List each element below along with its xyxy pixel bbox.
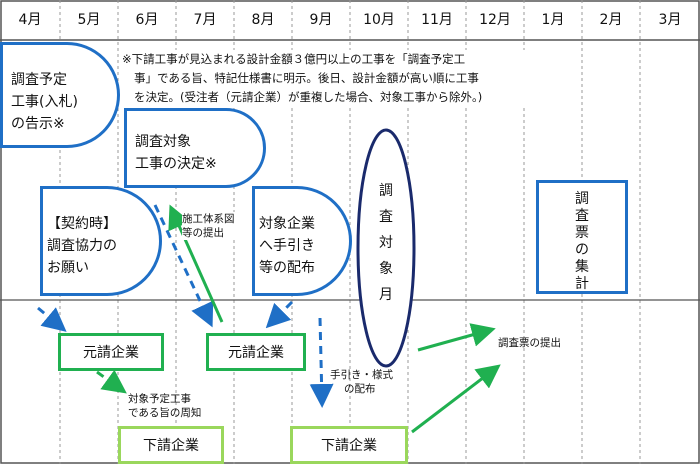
submit-label: 調査票の提出 [498,337,561,349]
month-label: 7月 [193,12,217,28]
decision-box: 調査対象 工事の決定※ [124,108,266,188]
handout-box: 対象企業 へ手引き 等の配布 [252,186,352,296]
tally-char: 計 [575,276,589,292]
handout-line: へ手引き [259,238,315,254]
system-chart-line: 等の提出 [182,227,224,239]
month-label: 2月 [599,12,623,28]
tally-char: の [575,242,589,258]
survey-month-char: 査 [379,209,393,225]
tally-box: 調 査 票 の 集 計 [536,180,628,294]
month-label: 5月 [77,12,101,28]
month-label: 4月 [18,12,42,28]
notify-line: 対象予定工事 [128,393,191,405]
notify-line: である旨の周知 [128,407,202,419]
notify-label: 対象予定工事 である旨の周知 [128,392,201,420]
month-header: 4月 5月 6月 7月 8月 9月 10月 11月 12月 1月 2月 3月 [0,0,700,40]
note-line: ※下請工事が見込まれる設計金額３億円以上の工事を「調査予定工 [122,52,466,66]
month-label: 9月 [309,12,333,28]
subcontractor-2: 下請企業 [290,426,408,464]
subcontractor-1: 下請企業 [118,426,224,464]
handout-line: 対象企業 [259,216,315,232]
prime-contractor-1: 元請企業 [58,333,164,371]
subcontractor-label: 下請企業 [321,438,377,454]
survey-month-char: 調 [379,183,393,199]
notice-line: 調査予定 [11,72,67,88]
guide-line: 手引き・様式 [330,369,393,381]
contract-line: 調査協力の [47,238,117,254]
contract-line: お願い [47,260,89,276]
notice-box: 調査予定 工事(入札) の告示※ [0,42,120,148]
contract-line: 【契約時】 [47,216,117,232]
system-chart-line: 施工体系図 [182,213,235,225]
month-label: 6月 [135,12,159,28]
handout-line: 等の配布 [259,260,315,276]
month-label: 11月 [421,12,453,28]
note-line: を決定。(受注者（元請企業）が重複した場合、対象工事から除外。) [134,90,483,104]
survey-month-char: 月 [379,287,393,303]
survey-month-label: 調 査 対 象 月 [376,178,396,308]
note-line: 事」である旨、特記仕様書に明示。後日、設計金額が高い順に工事 [134,71,479,85]
guide-line: の配布 [344,383,376,395]
tally-char: 集 [575,259,589,275]
note-text: ※下請工事が見込まれる設計金額３億円以上の工事を「調査予定工 事」である旨、特記… [122,50,532,107]
month-label: 10月 [363,12,395,28]
month-label: 1月 [541,12,565,28]
decision-line: 工事の決定※ [135,156,217,172]
month-label: 12月 [479,12,511,28]
contract-box: 【契約時】 調査協力の お願い [40,186,162,296]
prime-contractor-2: 元請企業 [206,333,306,371]
month-label: 3月 [658,12,682,28]
guide-label: 手引き・様式 の配布 [330,368,393,396]
system-chart-label: 施工体系図 等の提出 [182,212,235,240]
subcontractor-label: 下請企業 [143,438,199,454]
decision-line: 調査対象 [135,134,191,150]
tally-char: 調 [575,191,589,207]
prime-contractor-label: 元請企業 [228,345,284,361]
prime-contractor-label: 元請企業 [83,345,139,361]
notice-line: 工事(入札) [11,94,78,110]
notice-line: の告示※ [11,116,65,132]
month-label: 8月 [251,12,275,28]
survey-month-char: 象 [379,261,393,277]
tally-char: 査 [575,208,589,224]
tally-char: 票 [575,225,589,241]
survey-month-char: 対 [379,235,393,251]
